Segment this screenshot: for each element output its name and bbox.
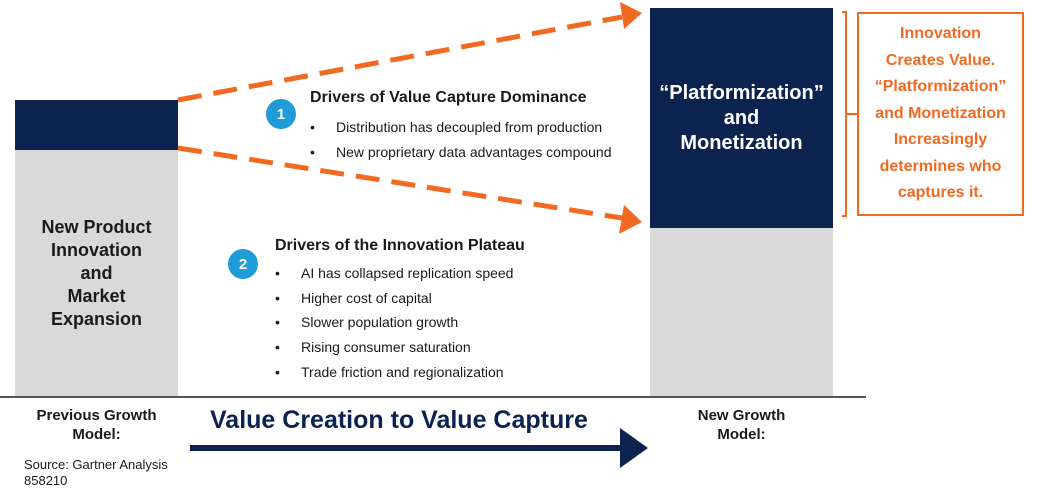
new-growth-model-label: New Growth Model:: [650, 406, 833, 444]
source-line: Source: Gartner Analysis: [24, 457, 168, 472]
baseline: [0, 396, 866, 398]
list-item: Higher cost of capital: [275, 286, 513, 311]
callout-bracket: [842, 11, 857, 217]
arrowhead-lower-icon: [619, 205, 642, 234]
callout-line: Innovation: [900, 25, 981, 43]
value-arrow-label: Value Creation to Value Capture: [210, 406, 588, 434]
new-model-bar-top: “Platformization” and Monetization: [650, 8, 833, 228]
arrowhead-upper-icon: [620, 2, 642, 29]
value-arrowhead-icon: [620, 428, 648, 468]
driver-1-title: Drivers of Value Capture Dominance: [310, 89, 587, 106]
previous-model-bar-label: New Product Innovation and Market Expans…: [41, 216, 151, 331]
bar-label-line: and: [80, 262, 113, 283]
callout-line: and Monetization: [875, 104, 1006, 122]
callout-line: Increasingly: [893, 131, 988, 149]
bar-label-line: and: [723, 106, 760, 129]
new-model-bar-label: “Platformization” and Monetization: [659, 81, 823, 156]
driver-1-list: Distribution has decoupled from producti…: [310, 115, 612, 165]
list-item: AI has collapsed replication speed: [275, 261, 513, 286]
new-model-bar-bottom: [650, 228, 833, 396]
previous-growth-model-label: Previous Growth Model:: [15, 406, 178, 444]
callout-text: Innovation Creates Value. “Platformizati…: [875, 21, 1007, 207]
driver-2-badge: 2: [228, 249, 258, 279]
list-item: Slower population growth: [275, 310, 513, 335]
list-item: Trade friction and regionalization: [275, 360, 513, 385]
bar-label-line: Expansion: [50, 308, 142, 329]
axis-label-line: Model:: [717, 426, 766, 443]
driver-2-list: AI has collapsed replication speed Highe…: [275, 261, 513, 385]
bar-label-line: Market: [67, 285, 126, 306]
bar-label-line: New Product: [41, 216, 152, 237]
source-note: Source: Gartner Analysis 858210: [24, 457, 168, 489]
source-line: 858210: [24, 473, 68, 488]
previous-model-bar: New Product Innovation and Market Expans…: [15, 150, 178, 396]
axis-label-line: New Growth: [697, 407, 786, 424]
list-item: New proprietary data advantages compound: [310, 140, 612, 165]
dashed-arrow-upper: [177, 14, 623, 103]
bar-label-line: Monetization: [680, 131, 803, 154]
axis-label-line: Model:: [72, 426, 121, 443]
callout-line: “Platformization”: [874, 78, 1007, 96]
callout-line: determines who: [879, 157, 1002, 175]
axis-label-line: Previous Growth: [36, 407, 157, 424]
callout-line: captures it.: [897, 184, 984, 202]
bar-label-line: Innovation: [50, 239, 142, 260]
driver-1-badge: 1: [266, 99, 296, 129]
callout-line: Creates Value.: [885, 51, 996, 69]
list-item: Rising consumer saturation: [275, 335, 513, 360]
bar-label-line: “Platformization”: [659, 81, 824, 104]
dashed-arrow-lower: [177, 145, 623, 221]
list-item: Distribution has decoupled from producti…: [310, 115, 612, 140]
callout-box: Innovation Creates Value. “Platformizati…: [857, 12, 1024, 216]
driver-2-title: Drivers of the Innovation Plateau: [275, 237, 525, 254]
previous-model-bar-top: [15, 100, 178, 150]
